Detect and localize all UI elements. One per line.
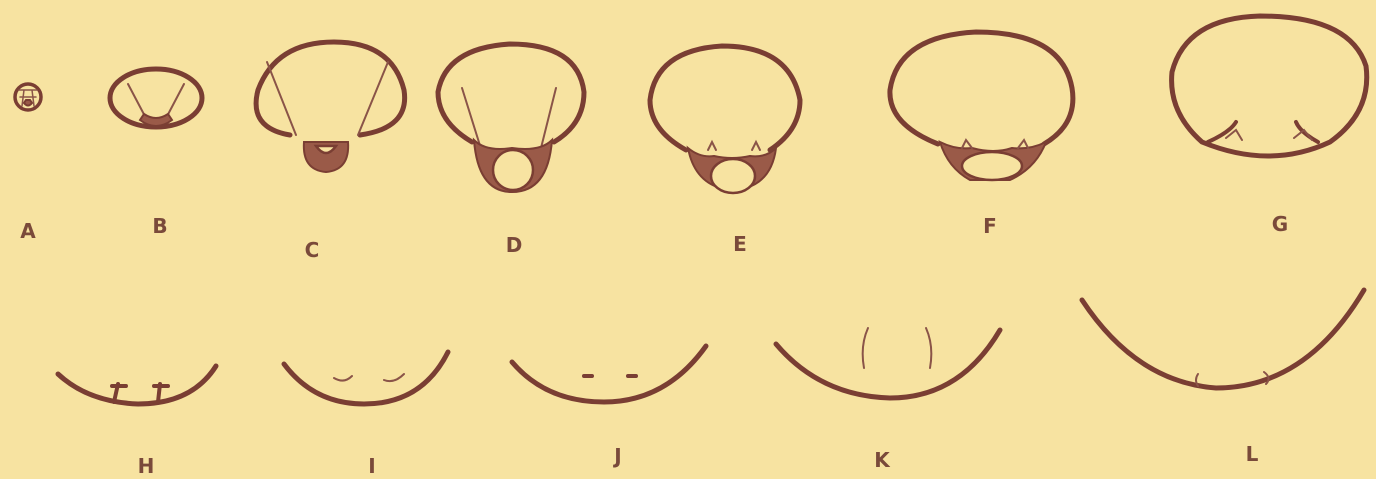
stage-a-drawing bbox=[15, 84, 41, 110]
stage-g-drawing bbox=[1172, 16, 1367, 156]
stage-j-drawing bbox=[512, 346, 706, 402]
stage-label-k: K bbox=[874, 448, 891, 472]
stage-label-a: A bbox=[20, 219, 36, 243]
stage-f-drawing bbox=[890, 32, 1073, 180]
stage-k-drawing bbox=[776, 328, 1000, 398]
stage-b-drawing bbox=[110, 69, 202, 127]
stage-label-i: I bbox=[368, 454, 375, 478]
stage-label-h: H bbox=[138, 454, 155, 478]
stage-label-b: B bbox=[152, 214, 167, 238]
stage-l-drawing bbox=[1082, 290, 1364, 388]
stage-label-e: E bbox=[733, 232, 747, 256]
stage-h-drawing bbox=[58, 366, 216, 404]
stage-e-drawing bbox=[650, 46, 800, 193]
stage-d-drawing bbox=[438, 44, 584, 192]
stage-label-g: G bbox=[1272, 212, 1288, 236]
stage-label-f: F bbox=[983, 214, 997, 238]
stage-label-d: D bbox=[506, 233, 523, 257]
stage-i-drawing bbox=[284, 352, 448, 404]
stage-label-l: L bbox=[1246, 442, 1259, 466]
stage-label-j: J bbox=[612, 444, 621, 468]
stage-label-c: C bbox=[305, 238, 320, 262]
stage-c-drawing bbox=[256, 42, 405, 172]
